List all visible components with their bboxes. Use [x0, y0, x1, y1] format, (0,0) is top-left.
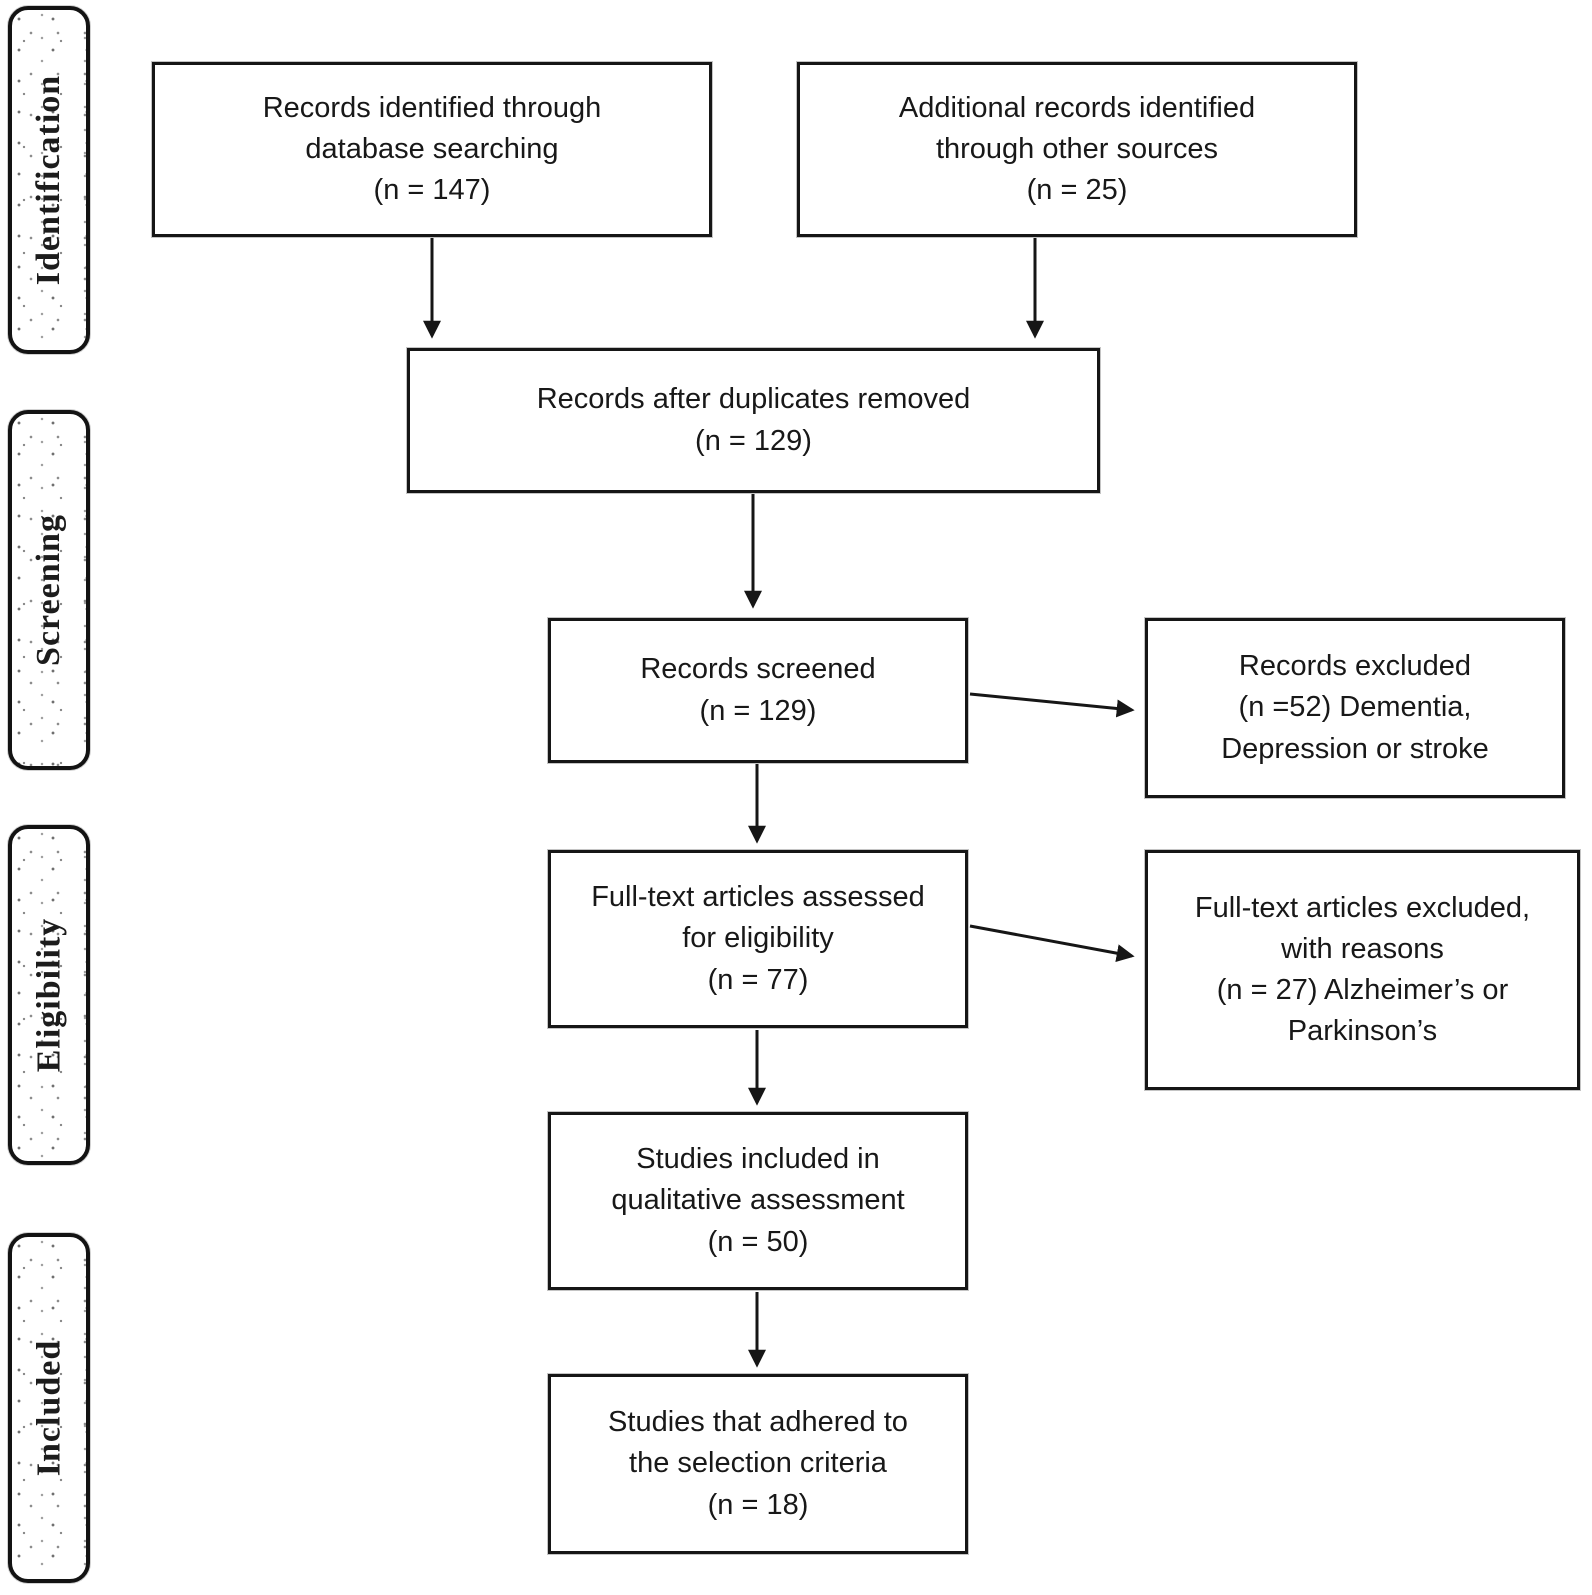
stage-screening: Screening [8, 410, 90, 770]
node-qualitative-included-text: Studies included in qualitative assessme… [611, 1143, 905, 1258]
node-fulltext-excluded: Full-text articles excluded, with reason… [1145, 850, 1580, 1090]
stage-included: Included [8, 1233, 90, 1583]
stage-eligibility-label: Eligibility [30, 917, 67, 1073]
arrow-fulltext-to-excluded [969, 924, 1135, 963]
node-records-excluded-text: Records excluded (n =52) Dementia, Depre… [1221, 650, 1489, 765]
node-fulltext-excluded-text: Full-text articles excluded, with reason… [1194, 891, 1531, 1048]
node-records-identified: Records identified through database sear… [152, 62, 712, 237]
node-records-excluded: Records excluded (n =52) Dementia, Depre… [1145, 618, 1565, 798]
stage-identification: Identification [8, 6, 90, 354]
node-additional-records: Additional records identified through ot… [797, 62, 1357, 237]
node-qualitative-included: Studies included in qualitative assessme… [548, 1112, 968, 1290]
node-additional-records-text: Additional records identified through ot… [898, 91, 1256, 207]
node-fulltext-assessed-text: Full-text articles assessed for eligibil… [591, 881, 925, 996]
node-after-duplicates-text: Records after duplicates removed (n = 12… [536, 383, 971, 457]
stage-identification-label: Identification [30, 74, 68, 286]
node-records-screened-text: Records screened (n = 129) [640, 653, 876, 727]
stage-eligibility: Eligibility [8, 825, 90, 1165]
stage-screening-label: Screening [30, 514, 67, 666]
node-selection-criteria-text: Studies that adhered to the selection cr… [608, 1406, 908, 1521]
node-selection-criteria: Studies that adhered to the selection cr… [548, 1374, 968, 1554]
arrow-screened-to-excluded [969, 692, 1135, 718]
node-records-identified-text: Records identified through database sear… [262, 91, 602, 207]
node-records-screened: Records screened (n = 129) [548, 618, 968, 763]
node-fulltext-assessed: Full-text articles assessed for eligibil… [548, 850, 968, 1028]
stage-included-label: Included [30, 1339, 67, 1477]
node-after-duplicates: Records after duplicates removed (n = 12… [407, 348, 1100, 493]
